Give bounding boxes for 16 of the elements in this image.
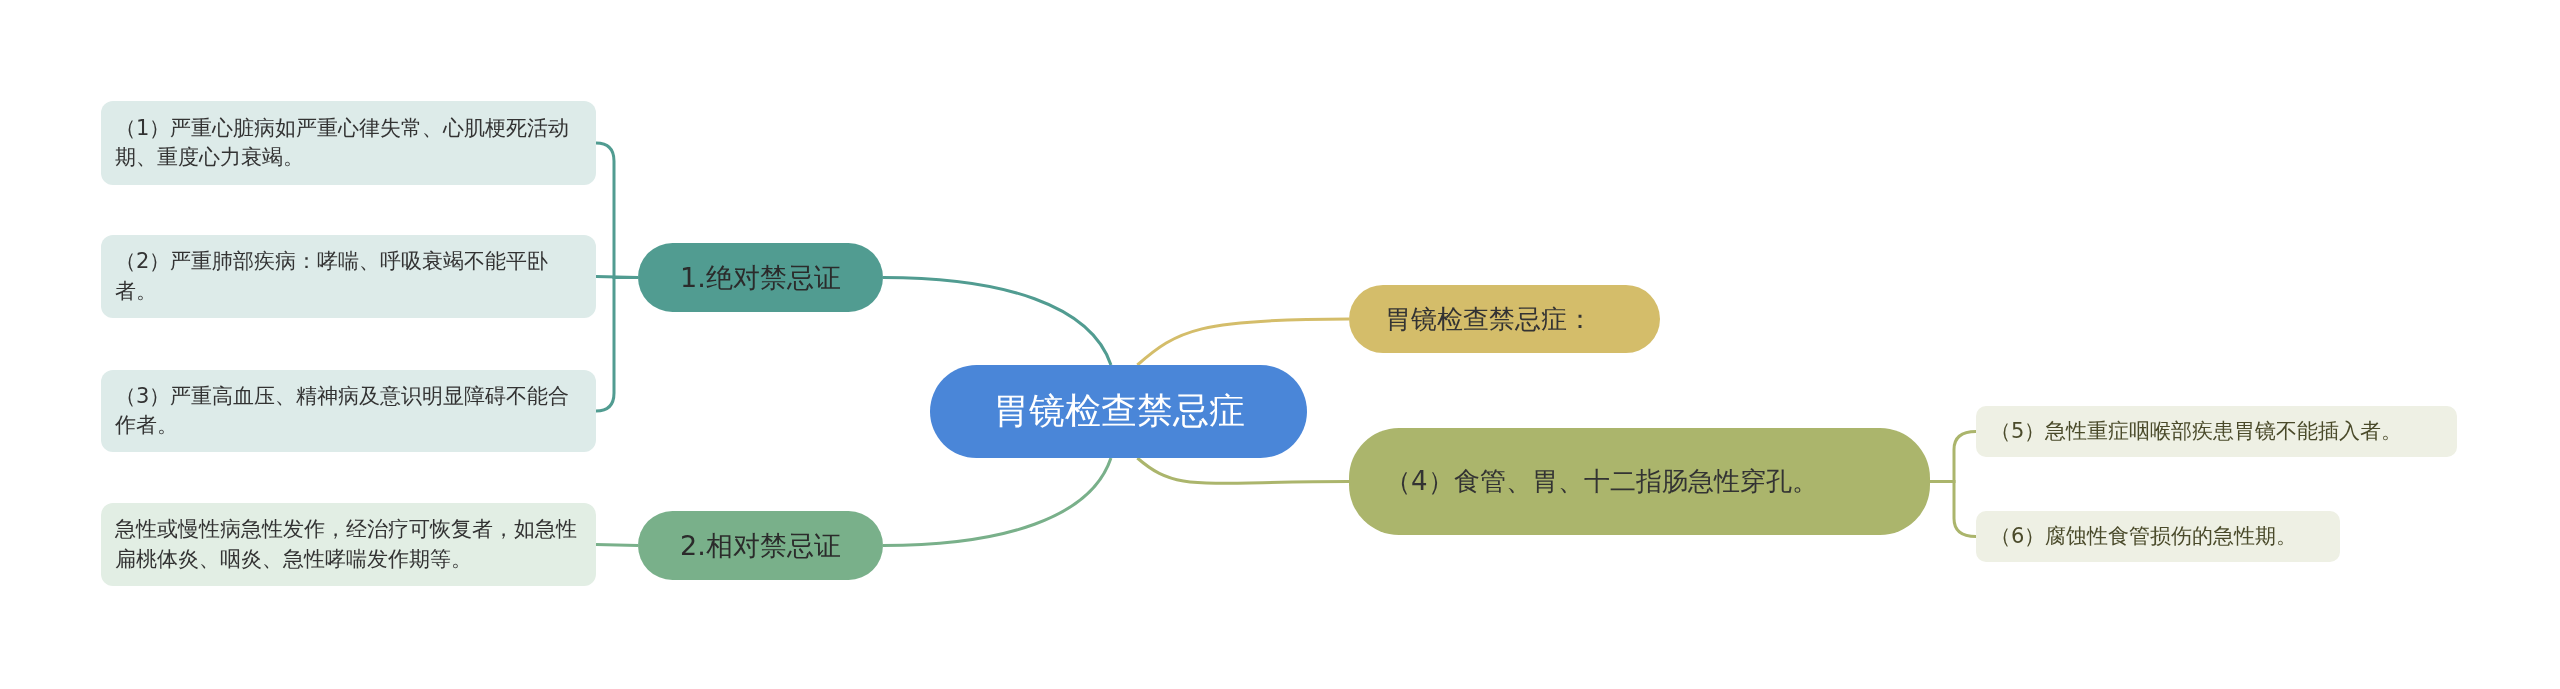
connector-line: [882, 276, 1113, 366]
leaf-box: （1）严重心脏病如严重心律失常、心肌梗死活动期、重度心力衰竭。: [101, 101, 596, 185]
leaf-box: （6）腐蚀性食管损伤的急性期。: [1976, 511, 2340, 562]
central-topic: 胃镜检查禁忌症: [930, 365, 1307, 458]
connector-line: [595, 543, 639, 547]
branch-topic: 1.绝对禁忌证: [638, 243, 883, 312]
branch-topic: 2.相对禁忌证: [638, 511, 883, 580]
connector-line: [882, 457, 1113, 547]
connector-line: [1136, 456, 1349, 485]
leaf-box: （5）急性重症咽喉部疾患胃镜不能插入者。: [1976, 406, 2457, 457]
branch-topic: 胃镜检查禁忌症：: [1349, 285, 1660, 353]
connector-line: [1136, 317, 1349, 367]
leaf-box: 急性或慢性病急性发作，经治疗可恢复者，如急性扁桃体炎、咽炎、急性哮喘发作期等。: [101, 503, 596, 586]
leaf-box: （2）严重肺部疾病：哮喘、呼吸衰竭不能平卧者。: [101, 235, 596, 318]
branch-topic: （4）食管、胃、十二指肠急性穿孔。: [1349, 428, 1930, 535]
leaf-box: （3）严重高血压、精神病及意识明显障碍不能合作者。: [101, 370, 596, 452]
